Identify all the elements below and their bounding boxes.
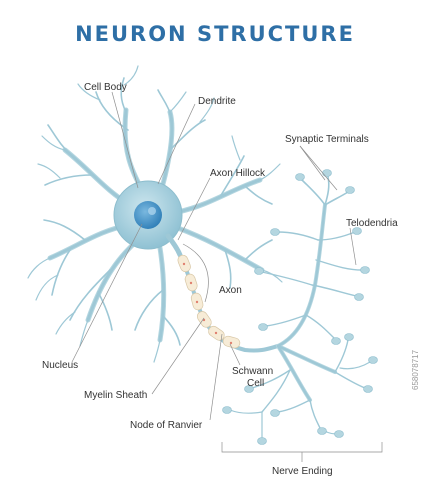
- diagram-title: NEURON STRUCTURE: [75, 22, 355, 46]
- label-nerve-ending: Nerve Ending: [272, 466, 333, 477]
- synaptic-bulbs: [222, 169, 378, 445]
- side-id-mark: 658078717: [411, 349, 420, 390]
- nucleolus-shape: [148, 207, 156, 215]
- labels: Cell Body Dendrite Axon Hillock Synaptic…: [42, 82, 398, 477]
- myelin-sheath-segments: [177, 254, 241, 349]
- label-node-of-ranvier: Node of Ranvier: [130, 420, 203, 431]
- label-telodendria: Telodendria: [346, 218, 398, 229]
- label-myelin-sheath: Myelin Sheath: [84, 390, 147, 401]
- label-synaptic-terminals: Synaptic Terminals: [285, 134, 369, 145]
- telodendria: [222, 169, 378, 445]
- label-dendrite: Dendrite: [198, 96, 236, 107]
- nucleus-shape: [134, 201, 162, 229]
- label-axon-hillock: Axon Hillock: [210, 168, 266, 179]
- label-nucleus: Nucleus: [42, 360, 78, 371]
- label-schwann-cell-line1: Schwann: [232, 366, 273, 377]
- label-schwann-cell-line2: Cell: [247, 378, 264, 389]
- label-axon: Axon: [219, 285, 242, 296]
- leader-lines: [71, 91, 383, 462]
- label-cell-body: Cell Body: [84, 82, 127, 93]
